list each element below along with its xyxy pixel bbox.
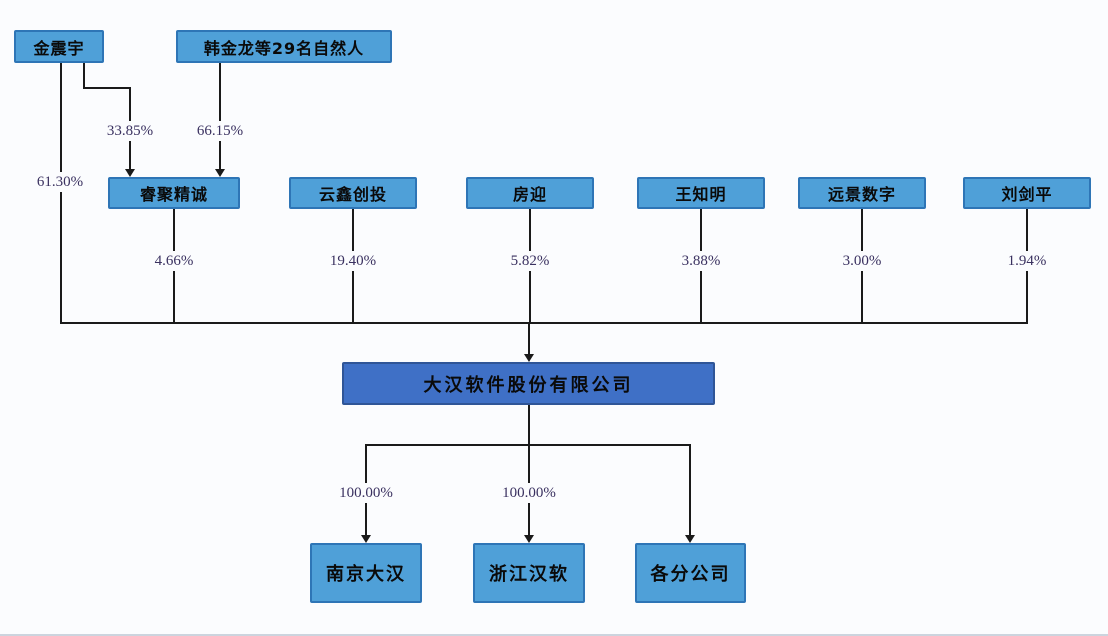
arrowhead-into-branches (685, 535, 695, 543)
box-branch-companies: 各分公司 (635, 543, 746, 603)
arrowhead-into-zhejiang (524, 535, 534, 543)
ownership-label-wang: 3.88% (678, 251, 724, 271)
box-yuanjingshuzi: 远景数字 (798, 177, 926, 209)
box-yunxinchuangtou: 云鑫创投 (289, 177, 417, 209)
connector-jin-to-holdco-seg1 (83, 63, 85, 89)
box-fangying: 房迎 (466, 177, 594, 209)
arrowhead-jin-to-holdco (125, 169, 135, 177)
arrowhead-into-company (524, 354, 534, 362)
connector-branches-drop (689, 444, 691, 535)
connector-jin-to-bus (60, 63, 62, 322)
box-ruijujingcheng: 睿聚精诚 (108, 177, 240, 209)
ownership-label-jin-holdco: 33.85% (103, 121, 157, 141)
box-wangzhiming: 王知明 (637, 177, 765, 209)
ownership-label-ruiju: 4.66% (151, 251, 197, 271)
connector-jin-to-holdco-seg2 (83, 87, 130, 89)
connector-bus-to-company (528, 323, 530, 354)
box-liujianping: 刘剑平 (963, 177, 1091, 209)
box-zhejiang-hanruan: 浙江汉软 (473, 543, 585, 603)
box-jinzhenyu: 金震宇 (14, 30, 104, 63)
connector-company-down (528, 405, 530, 445)
ownership-label-liu: 1.94% (1004, 251, 1050, 271)
ownership-label-jin-company: 61.30% (33, 172, 87, 192)
ownership-label-yunxin: 19.40% (326, 251, 380, 271)
box-nanjing-dahan: 南京大汉 (310, 543, 422, 603)
arrowhead-into-nanjing (361, 535, 371, 543)
connector-han-to-holdco (219, 63, 221, 169)
connector-shareholder-bus (60, 322, 1028, 324)
box-hanjinlong-group: 韩金龙等29名自然人 (176, 30, 392, 63)
ownership-label-yuanjing: 3.00% (839, 251, 885, 271)
box-dahan-software-company: 大汉软件股份有限公司 (342, 362, 715, 405)
ownership-label-nanjing: 100.00% (336, 483, 396, 503)
ownership-label-han-holdco: 66.15% (193, 121, 247, 141)
arrowhead-han-to-holdco (215, 169, 225, 177)
ownership-label-zhejiang: 100.00% (499, 483, 559, 503)
ownership-label-fangying: 5.82% (507, 251, 553, 271)
page-bottom-edge (0, 634, 1108, 636)
